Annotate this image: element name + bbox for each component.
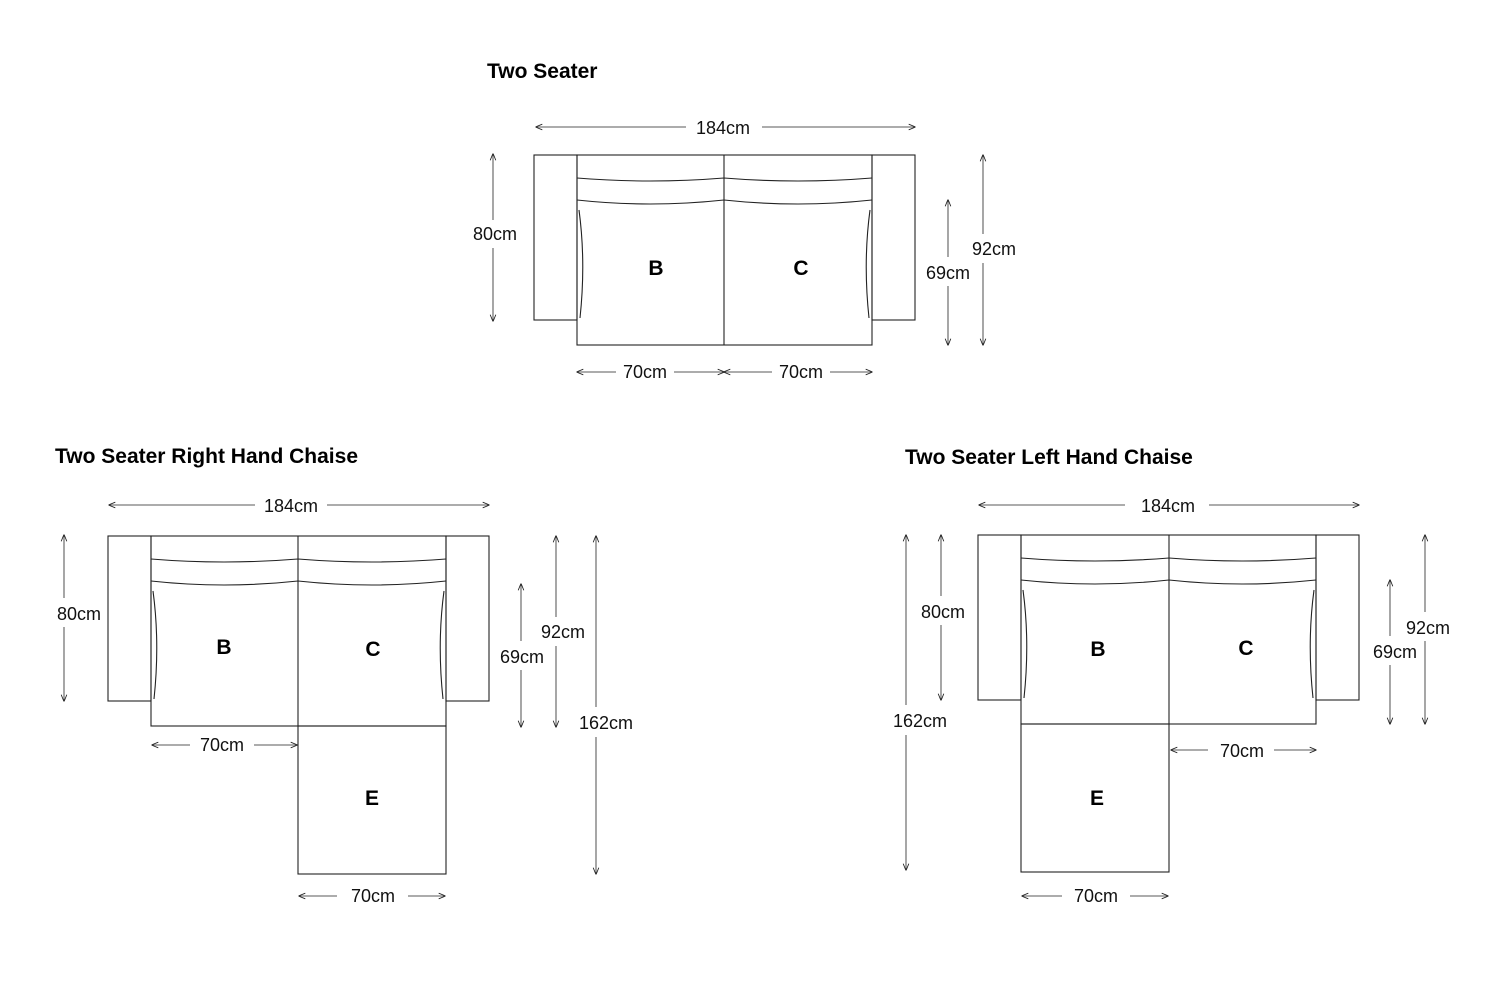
- chaise-length-label: 162cm: [579, 713, 633, 733]
- right-chaise-sofa: B C E: [107, 535, 490, 875]
- chaise-e-label: E: [365, 787, 379, 810]
- right-chaise-title: Two Seater Right Hand Chaise: [55, 445, 358, 468]
- chaise-length-dimension: 162cm: [893, 535, 947, 870]
- seat-height-label: 69cm: [500, 647, 544, 667]
- left-chaise-title: Two Seater Left Hand Chaise: [905, 446, 1193, 469]
- seat-c-label: C: [1238, 637, 1253, 660]
- depth-dimension: 80cm: [57, 535, 101, 701]
- seat-width-dimension: 70cm: [1171, 741, 1316, 761]
- left-chaise-diagram: Two Seater Left Hand Chaise B C E 184cm …: [893, 446, 1450, 906]
- width-label: 184cm: [1141, 496, 1195, 516]
- chaise-width-label: 70cm: [1074, 886, 1118, 906]
- cushion-side-right: [439, 590, 445, 700]
- total-height-dimension: 92cm: [1406, 535, 1450, 724]
- seat-height-dimension: 69cm: [926, 200, 970, 345]
- right-chaise-diagram: Two Seater Right Hand Chaise B C E 184cm…: [55, 445, 633, 906]
- total-height-dimension: 92cm: [541, 536, 585, 727]
- cushion-edge: [576, 199, 873, 205]
- seat-b-width-label: 70cm: [623, 362, 667, 382]
- depth-label: 80cm: [921, 602, 965, 622]
- left-arm: [107, 535, 152, 702]
- seat-width-dimension: 70cm: [152, 735, 297, 755]
- total-height-label: 92cm: [541, 622, 585, 642]
- cushion-side-right: [865, 209, 871, 319]
- cushion-side-left: [152, 590, 158, 700]
- left-chaise-sofa: B C E: [977, 534, 1360, 873]
- seat-height-dimension: 69cm: [1373, 580, 1417, 724]
- right-arm: [1315, 534, 1360, 701]
- cushion-edge: [150, 580, 447, 586]
- chaise-width-dimension: 70cm: [1022, 886, 1168, 906]
- cushion-side-left: [578, 209, 584, 319]
- chaise-length-dimension: 162cm: [579, 536, 633, 874]
- chaise-length-label: 162cm: [893, 711, 947, 731]
- seat-c-width-label: 70cm: [779, 362, 823, 382]
- seat-c-label: C: [793, 257, 808, 280]
- total-height-label: 92cm: [1406, 618, 1450, 638]
- width-label: 184cm: [264, 496, 318, 516]
- width-label: 184cm: [696, 118, 750, 138]
- cushion-edge: [1020, 579, 1317, 585]
- depth-dimension: 80cm: [921, 535, 965, 700]
- total-height-dimension: 92cm: [972, 155, 1016, 345]
- seat-b-width-dimension: 70cm: [577, 362, 724, 382]
- width-dimension: 184cm: [536, 118, 915, 138]
- right-arm: [445, 535, 490, 702]
- seat-c-label: C: [365, 638, 380, 661]
- seat-c-width-dimension: 70cm: [724, 362, 872, 382]
- seat-b-label: B: [216, 636, 231, 659]
- left-arm: [533, 154, 578, 321]
- two-seater-diagram: Two Seater B C 184cm 80cm: [473, 60, 1016, 382]
- chaise-width-label: 70cm: [351, 886, 395, 906]
- right-arm: [871, 154, 916, 321]
- backrest-edge: [576, 177, 873, 182]
- total-height-label: 92cm: [972, 239, 1016, 259]
- chaise: [297, 725, 447, 875]
- chaise-width-dimension: 70cm: [299, 886, 445, 906]
- seat-b-label: B: [648, 257, 663, 280]
- seat-height-label: 69cm: [1373, 642, 1417, 662]
- depth-label: 80cm: [57, 604, 101, 624]
- seat-width-label: 70cm: [1220, 741, 1264, 761]
- chaise-e-label: E: [1090, 787, 1104, 810]
- width-dimension: 184cm: [979, 496, 1359, 516]
- two-seater-title: Two Seater: [487, 60, 597, 83]
- seat-height-dimension: 69cm: [500, 584, 544, 727]
- cushion-side-left: [1022, 589, 1028, 699]
- depth-label: 80cm: [473, 224, 517, 244]
- width-dimension: 184cm: [109, 496, 489, 516]
- two-seater-sofa: B C: [533, 154, 916, 346]
- seat-height-label: 69cm: [926, 263, 970, 283]
- backrest-edge: [150, 558, 447, 563]
- depth-dimension: 80cm: [473, 154, 517, 321]
- left-arm: [977, 534, 1022, 701]
- backrest-edge: [1020, 557, 1317, 562]
- cushion-side-right: [1309, 589, 1315, 699]
- chaise: [1020, 723, 1170, 873]
- seat-width-label: 70cm: [200, 735, 244, 755]
- seat-b-label: B: [1090, 638, 1105, 661]
